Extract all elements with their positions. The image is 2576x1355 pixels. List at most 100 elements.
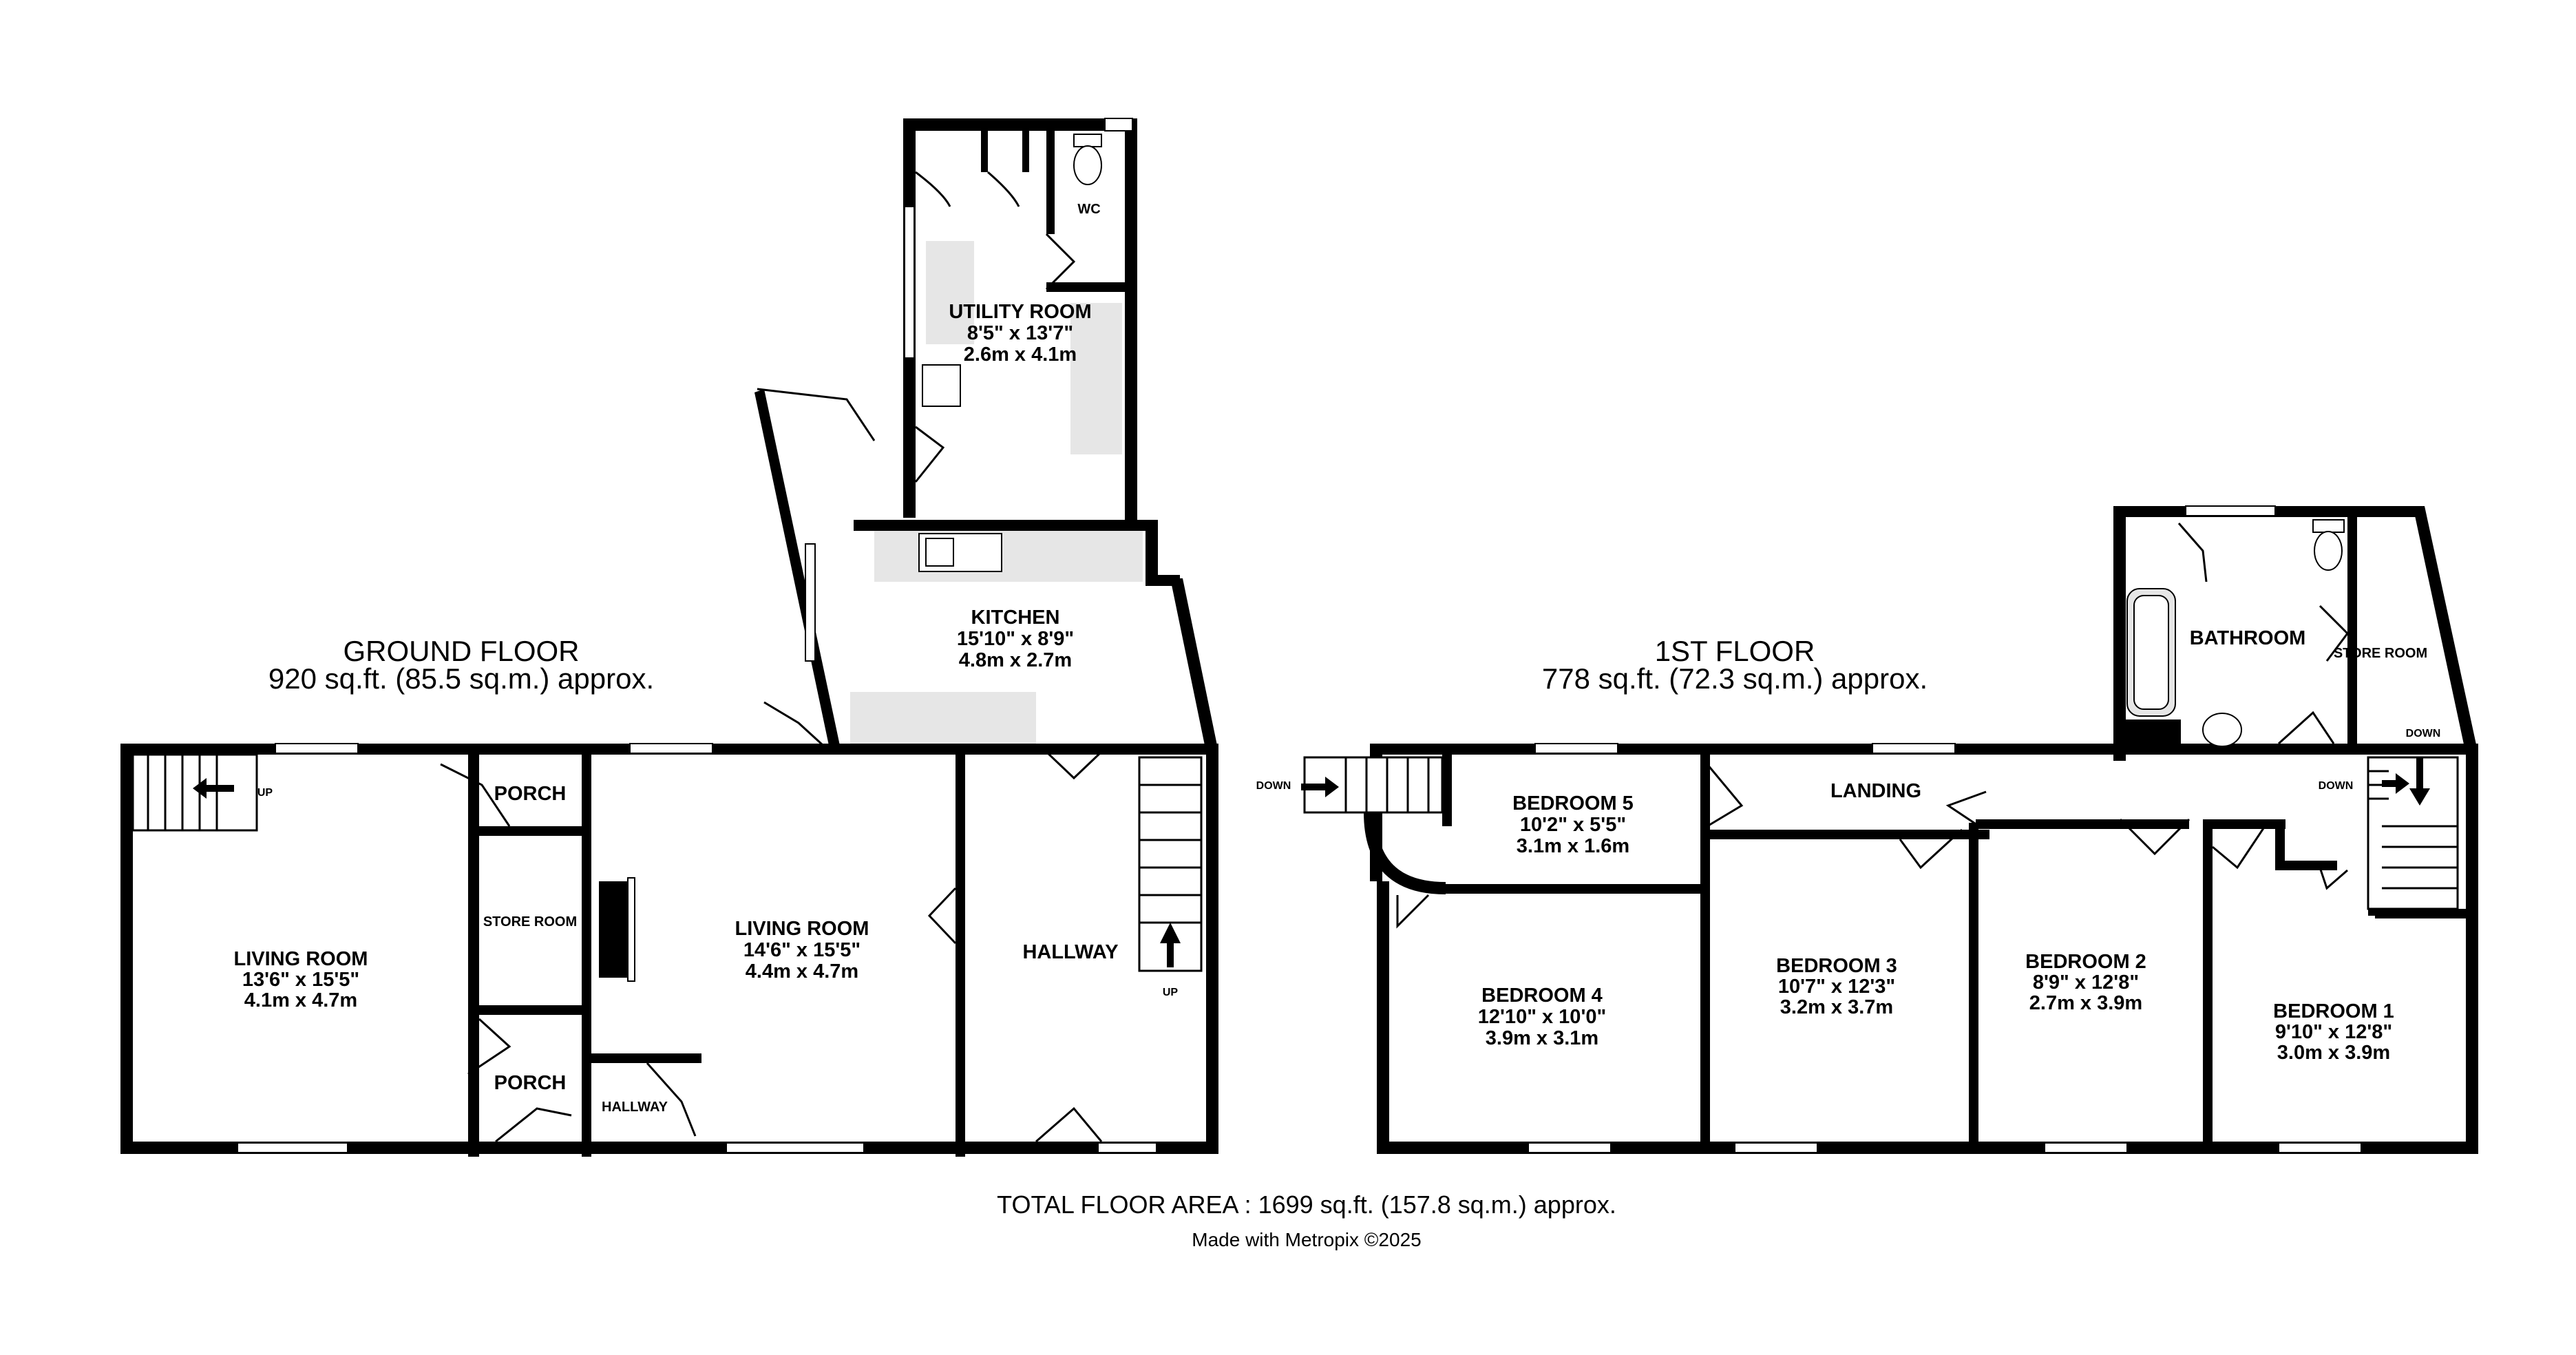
door xyxy=(2319,605,2349,662)
door xyxy=(646,1062,697,1137)
door xyxy=(467,1018,511,1075)
room-dim-metric: 3.1m x 1.6m xyxy=(1517,835,1629,857)
door xyxy=(927,887,957,945)
window xyxy=(2185,505,2276,516)
wall xyxy=(468,826,582,836)
window xyxy=(1872,743,1956,754)
door xyxy=(1035,1106,1103,1143)
room-label-porch: PORCH xyxy=(494,783,567,805)
wall xyxy=(2413,506,2478,754)
door xyxy=(1945,790,1987,828)
staircase xyxy=(1138,756,1203,972)
wall xyxy=(468,744,479,1157)
door xyxy=(2319,867,2348,890)
room-label-living-room: LIVING ROOM xyxy=(234,948,368,970)
wall xyxy=(2375,909,2466,918)
room-label-store: STORE ROOM xyxy=(483,914,577,929)
window xyxy=(237,1142,348,1153)
ground-floor-plan xyxy=(120,118,1218,1157)
stair-label: UP xyxy=(257,787,273,799)
wall xyxy=(1146,520,1158,582)
window xyxy=(2044,1142,2128,1153)
ground-floor-labels: GROUND FLOOR 920 sq.ft. (85.5 sq.m.) app… xyxy=(234,202,1179,1115)
utility-counter xyxy=(926,241,974,344)
door xyxy=(2119,818,2190,856)
door xyxy=(2277,711,2335,745)
wall xyxy=(1442,750,1452,826)
window xyxy=(726,1142,865,1153)
room-dim-imperial: 8'9" x 12'8" xyxy=(2033,971,2139,994)
kitchen-sink xyxy=(918,533,1002,572)
wall xyxy=(1206,744,1218,1154)
window xyxy=(275,743,359,754)
wall xyxy=(2275,826,2285,868)
room-dim-imperial: 9'10" x 12'8" xyxy=(2275,1021,2392,1043)
toilet-icon xyxy=(2312,519,2345,571)
room-label-porch: PORCH xyxy=(494,1072,567,1094)
wall xyxy=(1969,823,1978,1153)
door xyxy=(914,426,945,483)
footer: TOTAL FLOOR AREA : 1699 sq.ft. (157.8 sq… xyxy=(997,1190,1616,1250)
room-dim-imperial: 14'6" x 15'5" xyxy=(743,939,861,961)
room-dim-metric: 3.0m x 3.9m xyxy=(2277,1042,2390,1064)
room-label-hallway: HALLWAY xyxy=(602,1100,668,1115)
window xyxy=(1734,1142,1818,1153)
room-dim-metric: 3.9m x 3.1m xyxy=(1486,1027,1598,1049)
room-dim-imperial: 12'10" x 10'0" xyxy=(1478,1006,1606,1028)
first-floor-area: 778 sq.ft. (72.3 sq.m.) approx. xyxy=(1542,662,1928,695)
room-label-hallway: HALLWAY xyxy=(1022,941,1118,963)
first-floor-labels: 1ST FLOOR 778 sq.ft. (72.3 sq.m.) approx… xyxy=(1256,627,2441,1064)
room-dim-metric: 4.1m x 4.7m xyxy=(244,989,357,1011)
wall xyxy=(468,1005,582,1015)
first-floor-title: 1ST FLOOR xyxy=(1655,635,1815,667)
wall xyxy=(981,131,988,172)
wall xyxy=(591,1053,701,1063)
room-label-landing: LANDING xyxy=(1830,780,1921,802)
room-dim-metric: 4.4m x 4.7m xyxy=(746,960,858,983)
door xyxy=(987,171,1020,207)
window xyxy=(904,206,915,359)
wall xyxy=(1046,282,1136,292)
door xyxy=(1396,894,1430,929)
door xyxy=(440,763,511,827)
room-dim-imperial: 10'2" x 5'5" xyxy=(1520,814,1626,836)
room-dim-metric: 2.7m x 3.9m xyxy=(2029,992,2142,1014)
door xyxy=(757,388,876,441)
curved-wall xyxy=(1364,812,1446,894)
window xyxy=(629,743,713,754)
room-dim-imperial: 8'5" x 13'7" xyxy=(967,322,1073,344)
wall xyxy=(1377,881,1389,1153)
wall xyxy=(1170,578,1218,752)
room-label-bedroom-3: BEDROOM 3 xyxy=(1776,955,1897,977)
wall xyxy=(1022,131,1029,172)
kitchen-counter xyxy=(874,530,1143,582)
wall xyxy=(903,118,1137,131)
wall xyxy=(956,744,965,1157)
wall xyxy=(2275,861,2337,870)
door xyxy=(1045,233,1076,291)
room-label-wc: WC xyxy=(1077,202,1100,217)
stair-label: DOWN xyxy=(2406,728,2441,739)
room-dim-imperial: 10'7" x 12'3" xyxy=(1778,976,1895,998)
utility-sink xyxy=(922,364,961,407)
door xyxy=(495,1107,572,1143)
room-dim-imperial: 13'6" x 15'5" xyxy=(242,969,359,991)
ground-floor-title: GROUND FLOOR xyxy=(343,635,579,667)
staircase xyxy=(1301,756,1444,814)
room-dim-metric: 2.6m x 4.1m xyxy=(964,344,1077,366)
wall xyxy=(2203,819,2213,1153)
window xyxy=(805,543,816,662)
wall xyxy=(754,389,841,752)
room-dim-imperial: 15'10" x 8'9" xyxy=(957,628,1074,650)
stair-label: DOWN xyxy=(2319,780,2354,792)
total-floor-area: TOTAL FLOOR AREA : 1699 sq.ft. (157.8 sq… xyxy=(997,1190,1616,1219)
door xyxy=(915,171,951,207)
wall xyxy=(1125,118,1137,525)
wall xyxy=(2203,819,2285,829)
wall xyxy=(2466,744,2478,1154)
wall xyxy=(1446,884,1707,894)
room-label-store: STORE ROOM xyxy=(2334,646,2427,661)
wall xyxy=(2113,506,2126,761)
window xyxy=(1097,1142,1157,1153)
